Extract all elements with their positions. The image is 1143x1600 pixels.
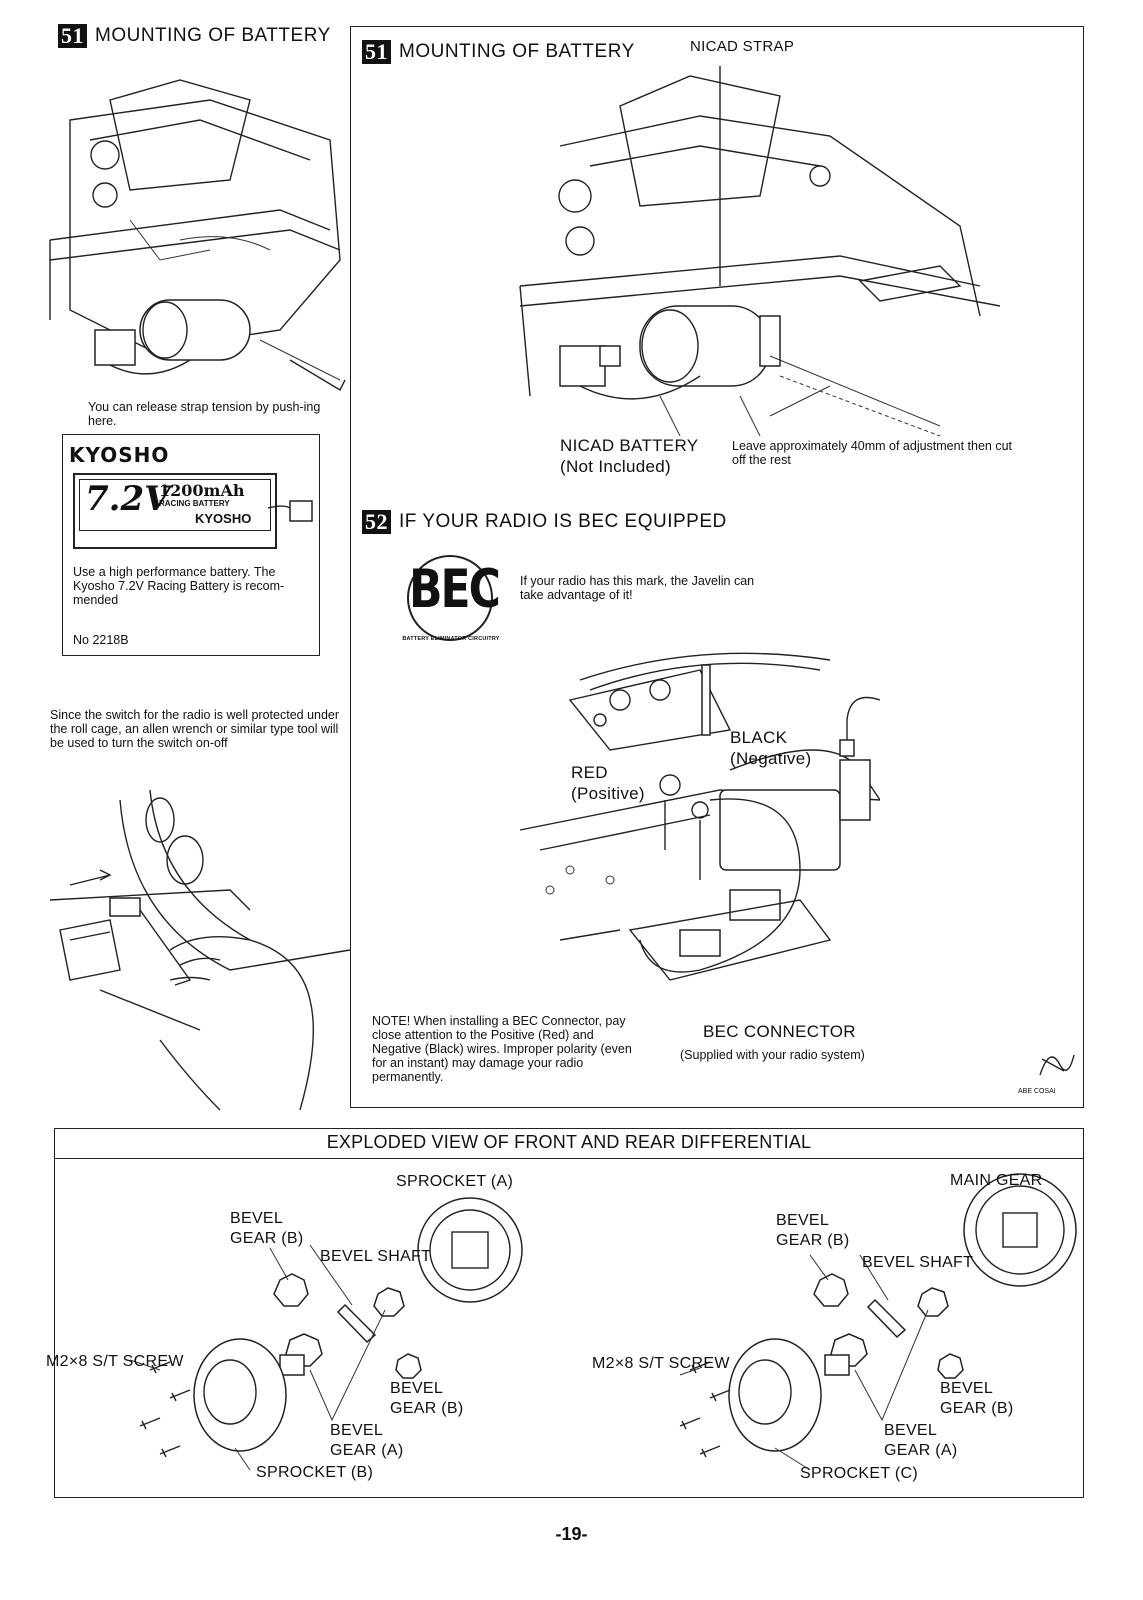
sprocket-b-part [193, 1338, 287, 1452]
bec-logo-text: BEC [409, 558, 501, 621]
battery-voltage-label: 7.2V [85, 479, 171, 519]
step-number: 51 [362, 40, 391, 64]
sprocket-a-label: SPROCKET (A) [396, 1173, 514, 1190]
screw-label: M2×8 S/T SCREW [46, 1353, 184, 1370]
step-number: 51 [58, 24, 87, 48]
battery-part-number: No 2218B [73, 633, 129, 647]
exploded-view-title-bar [54, 1128, 1084, 1159]
battery-recommendation-text: Use a high performance battery. The Kyos… [73, 565, 285, 607]
front-differential-drawing [129, 1197, 523, 1471]
bevel-gear-b-lower-label-line1: BEVEL [390, 1380, 444, 1397]
battery-mount-illustration-right [519, 66, 1001, 437]
nicad-battery-label: NICAD BATTERY [560, 436, 699, 455]
rear-bevel-gear-a-label-line1: BEVEL [884, 1422, 938, 1439]
step-title: MOUNTING OF BATTERY [95, 25, 331, 47]
left-step-heading: 51 MOUNTING OF BATTERY [58, 24, 331, 48]
bevel-gear-b-label-line2: GEAR (B) [230, 1230, 304, 1247]
rear-differential-drawing [679, 1173, 1077, 1471]
right-step51-heading: 51 MOUNTING OF BATTERY [362, 40, 635, 64]
rear-bevel-shaft-label: BEVEL SHAFT [862, 1254, 974, 1271]
rear-screw-label: M2×8 S/T SCREW [592, 1355, 730, 1372]
strap-release-note: You can release strap tension by push-in… [88, 400, 321, 428]
main-gear-label: MAIN GEAR [950, 1172, 1043, 1189]
bec-connector-label: BEC CONNECTOR [703, 1022, 856, 1041]
step-number: 52 [362, 510, 391, 534]
sprocket-c-part [728, 1338, 822, 1452]
artist-signature [1039, 1054, 1075, 1076]
exploded-view-panel [54, 1128, 1084, 1498]
bevel-shaft-label: BEVEL SHAFT [320, 1248, 432, 1265]
battery-racing-label: RACING BATTERY [159, 499, 230, 508]
right-step52-heading: 52 IF YOUR RADIO IS BEC EQUIPPED [362, 510, 727, 534]
exploded-view-title: EXPLODED VIEW OF FRONT AND REAR DIFFEREN… [326, 1132, 812, 1152]
bec-logo-ring-text: BATTERY ELIMINATOR CIRCUITRY [402, 636, 500, 642]
strap-length-note: Leave approximately 40mm of adjustment t… [732, 439, 1013, 467]
bevel-gear-a-label-line1: BEVEL [330, 1422, 384, 1439]
bec-mark-note: If your radio has this mark, the Javelin… [520, 574, 755, 602]
switch-wrench-illustration [50, 789, 350, 1111]
switch-note: Since the switch for the radio is well p… [50, 708, 340, 750]
page-number: -19- [555, 1524, 588, 1544]
black-wire-label: BLACK [730, 728, 788, 747]
kyosho-logo: KYOSHO [69, 443, 170, 467]
rear-bevel-gear-b-label-line1: BEVEL [776, 1212, 830, 1229]
battery-mount-illustration-left [49, 79, 346, 391]
sprocket-b-label: SPROCKET (B) [256, 1464, 374, 1481]
battery-mah-label: 1200mAh [159, 481, 245, 500]
rear-bevel-gear-b-lower-label-line1: BEVEL [940, 1380, 994, 1397]
rear-bevel-gear-b-label-line2: GEAR (B) [776, 1232, 850, 1249]
step-title: MOUNTING OF BATTERY [399, 41, 635, 63]
bec-wiring-illustration [519, 652, 880, 981]
supplied-note: (Supplied with your radio system) [680, 1048, 865, 1062]
bec-logo-icon [407, 555, 493, 641]
nicad-strap-label: NICAD STRAP [690, 38, 795, 55]
sprocket-c-label: SPROCKET (C) [800, 1465, 918, 1482]
bevel-gear-a-label-line2: GEAR (A) [330, 1442, 404, 1459]
step-title: IF YOUR RADIO IS BEC EQUIPPED [399, 511, 727, 533]
rear-bevel-gear-b-lower-label-line2: GEAR (B) [940, 1400, 1014, 1417]
rear-bevel-gear-a-label-line2: GEAR (A) [884, 1442, 958, 1459]
not-included-label: (Not Included) [560, 457, 671, 476]
bec-polarity-note: NOTE! When installing a BEC Connector, p… [372, 1014, 632, 1084]
sprocket-a-part [417, 1197, 523, 1303]
bevel-gear-b-label-line1: BEVEL [230, 1210, 284, 1227]
battery-pack-image: 7.2V 1200mAh RACING BATTERY KYOSHO [73, 473, 277, 549]
battery-connector [268, 500, 313, 522]
red-wire-label: RED [571, 763, 608, 782]
battery-recommendation-box: KYOSHO 7.2V 1200mAh RACING BATTERY KYOSH… [62, 434, 320, 656]
bec-logo: BEC BATTERY ELIMINATOR CIRCUITRY [395, 548, 505, 658]
artist-signature-text: ABE COSAI [1018, 1088, 1056, 1095]
battery-brand-label: KYOSHO [195, 511, 252, 526]
positive-label: (Positive) [571, 784, 645, 803]
right-instruction-panel [350, 26, 1084, 1108]
negative-label: (Negative) [730, 749, 812, 768]
bevel-gear-b-lower-label-line2: GEAR (B) [390, 1400, 464, 1417]
main-gear-part [963, 1173, 1077, 1287]
